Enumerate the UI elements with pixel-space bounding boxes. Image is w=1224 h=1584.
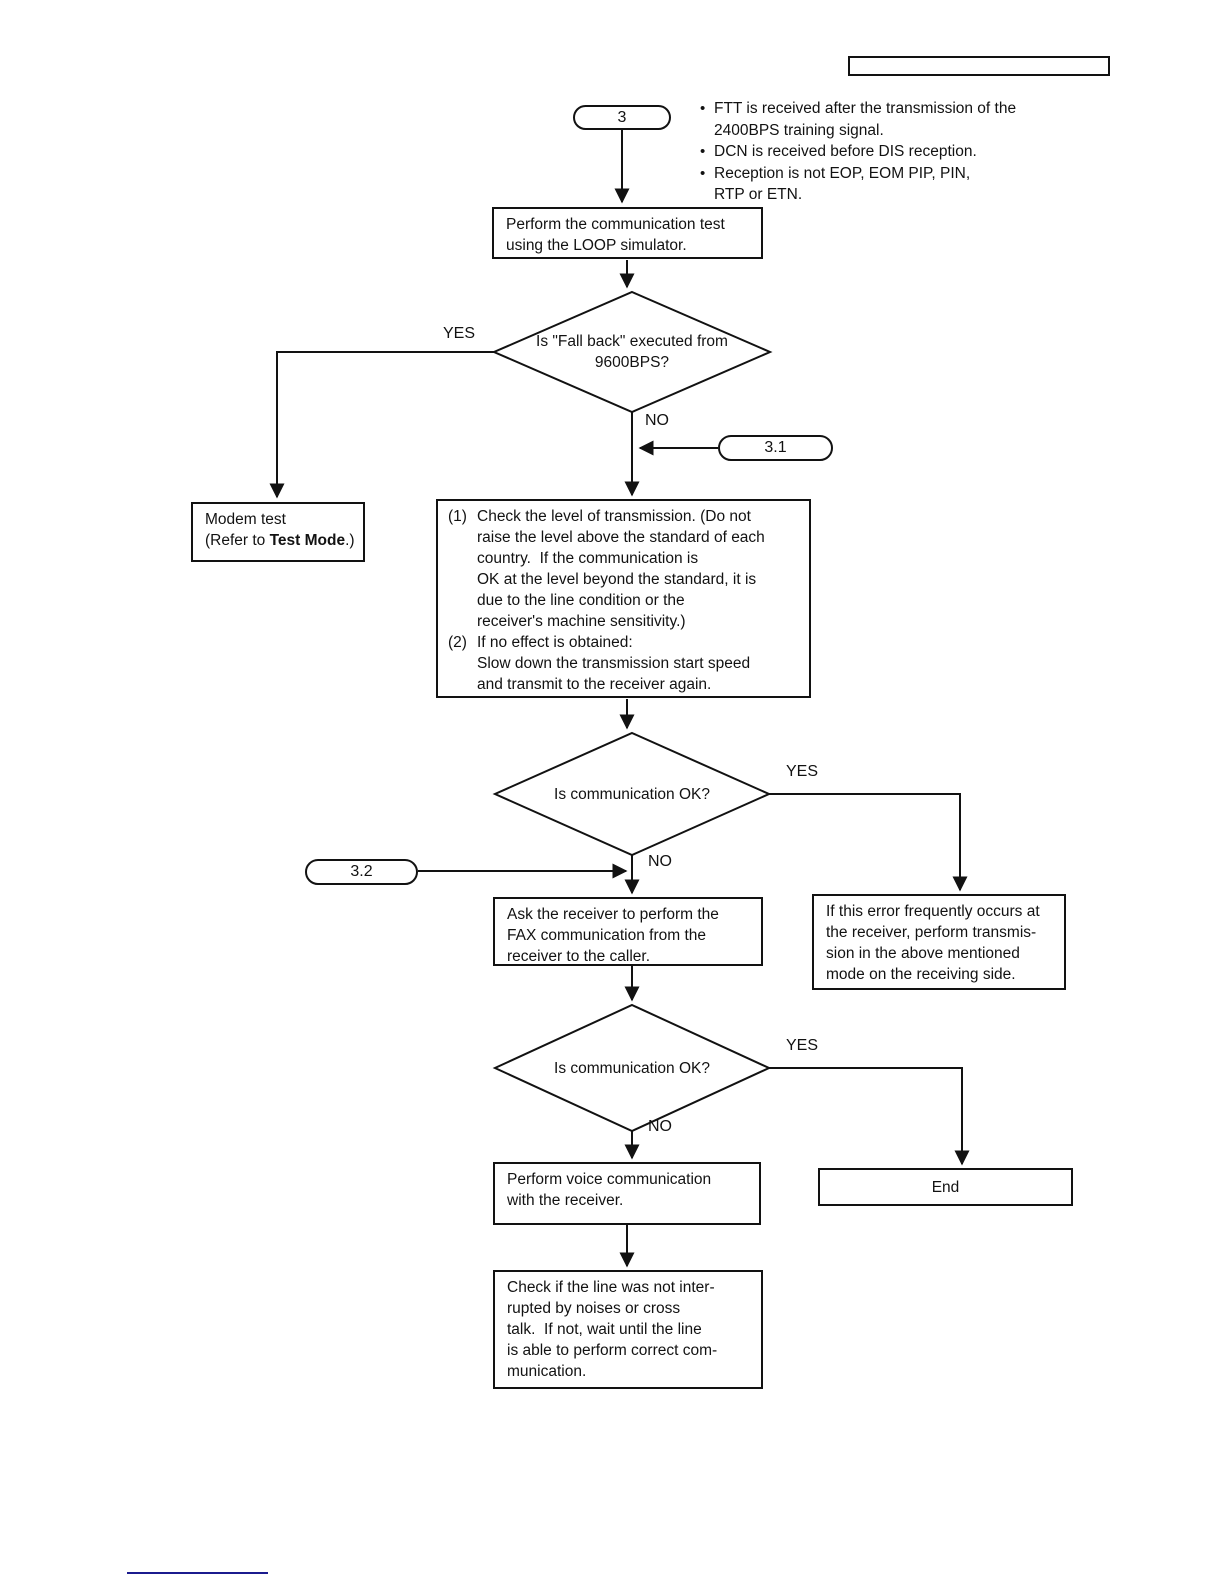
label-no-comm-ok-2: NO [648, 1118, 672, 1135]
bullet-icon: • [700, 164, 706, 182]
note-text: FTT is received after the transmission o… [714, 100, 1017, 139]
item-number: (2) [448, 634, 467, 651]
decision-comm-ok-1-diamond [492, 731, 772, 857]
modem-test-line1: Modem test [205, 511, 286, 528]
label-yes-fallback: YES [443, 325, 476, 342]
item-text: If no effect is obtained: Slow down the … [477, 634, 751, 693]
check-level-item-2: (2) If no effect is obtained: Slow down … [448, 632, 801, 695]
label-yes-comm-ok-1: YES [786, 763, 819, 780]
connector-node-3: 3 [573, 105, 671, 130]
bullet-icon: • [700, 143, 706, 160]
label-no-fallback: NO [645, 412, 669, 429]
process-modem-test-box: Modem test (Refer to Test Mode.) [191, 502, 365, 562]
arrow-commok1-yes-to-errorbox [769, 793, 968, 892]
process-comm-test-box: Perform the communication test using the… [492, 207, 763, 259]
decision-fallback-diamond [491, 290, 773, 414]
item-number: (1) [448, 508, 467, 525]
note-item: • DCN is received before DIS reception. [700, 141, 1090, 163]
connector-node-3-2: 3.2 [305, 859, 418, 885]
note-bullet-list: • FTT is received after the transmission… [700, 98, 1090, 206]
note-text: DCN is received before DIS reception. [714, 143, 977, 160]
header-placeholder-box [848, 56, 1110, 76]
label-yes-comm-ok-2: YES [786, 1037, 819, 1054]
process-error-frequent-box: If this error frequently occurs at the r… [812, 894, 1066, 990]
bullet-icon: • [700, 100, 706, 117]
item-text: Check the level of transmission. (Do not… [477, 508, 765, 630]
test-mode-emphasis: Test Mode [269, 532, 346, 549]
note-item: • FTT is received after the transmission… [700, 98, 1090, 141]
connector-node-3-1: 3.1 [718, 435, 833, 461]
process-voice-comm-box: Perform voice communication with the rec… [493, 1162, 761, 1225]
decision-comm-ok-2-diamond [492, 1003, 772, 1133]
note-item: • Reception is not EOP, EOM PIP, PIN, RT… [700, 163, 1090, 206]
process-check-level-box: (1) Check the level of transmission. (Do… [436, 499, 811, 698]
label-no-comm-ok-1: NO [648, 853, 672, 870]
arrow-commok2-yes-to-end [769, 1067, 970, 1166]
check-level-item-1: (1) Check the level of transmission. (Do… [448, 506, 801, 632]
modem-test-line2: (Refer to Test Mode.) [205, 532, 355, 549]
process-ask-receiver-box: Ask the receiver to perform the FAX comm… [493, 897, 763, 966]
end-box: End [818, 1168, 1073, 1206]
note-text: Reception is not EOP, EOM PIP, PIN, RTP … [714, 164, 971, 204]
process-check-line-box: Check if the line was not inter- rupted … [493, 1270, 763, 1389]
page-bottom-link-line [127, 1572, 268, 1574]
arrow-fallback-yes-to-modem [269, 351, 494, 499]
